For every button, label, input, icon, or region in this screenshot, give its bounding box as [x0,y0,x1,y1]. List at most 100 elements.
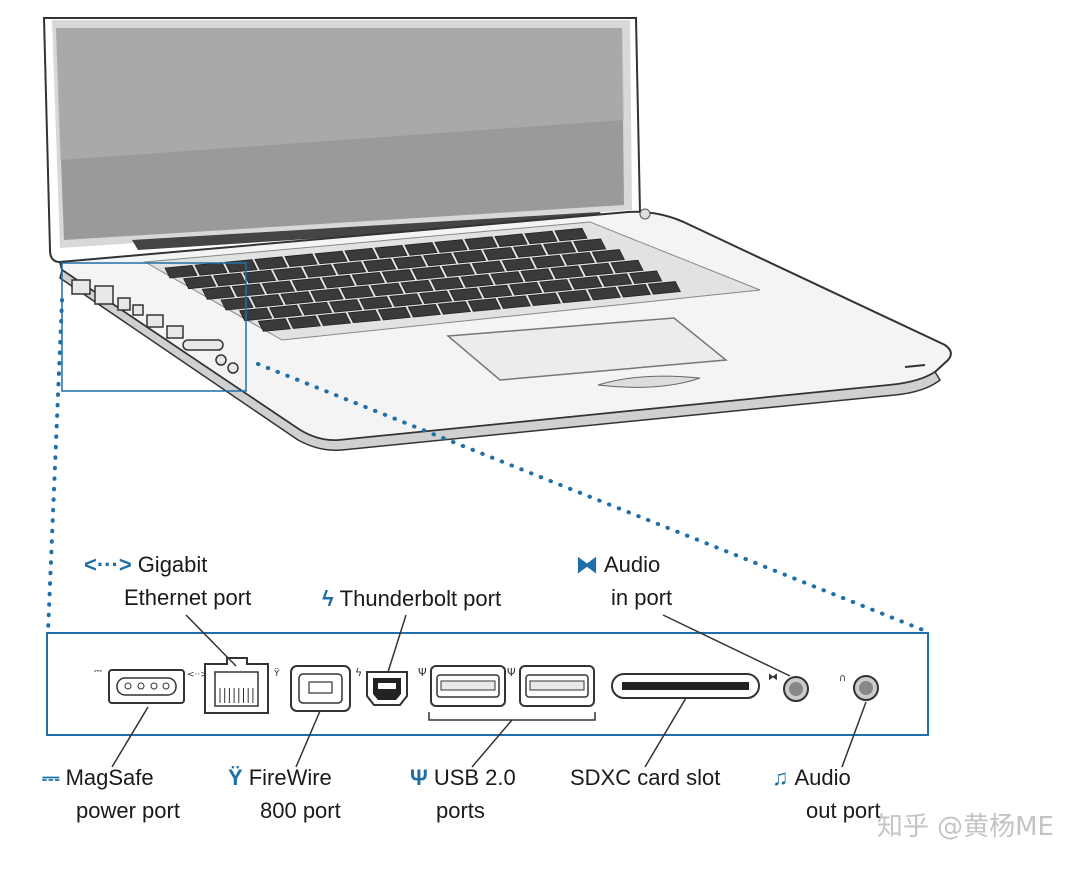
keyboard-key [569,276,603,290]
laptop-lid [42,17,642,264]
keyboard-key [377,306,411,321]
keyboard-key [479,284,513,299]
keyboard-key [411,266,445,280]
keyboard-key [220,296,254,311]
sdxc-slot [611,673,760,699]
keyboard-key [423,252,457,267]
keyboard-key [407,304,441,318]
svg-text:⧓: ⧓ [768,672,778,683]
keyboard-key [513,244,547,258]
keyboard-key [291,277,325,292]
keyboard-key [224,259,258,273]
keyboard-key [554,227,588,242]
keyboard-key [164,264,198,279]
svg-text:Ÿ: Ÿ [273,668,280,679]
keyboard-key [243,269,277,284]
svg-text:Ψ: Ψ [418,666,427,679]
keyboard-key [310,288,344,302]
keyboard-key [497,295,531,309]
svg-text:ϟ: ϟ [355,666,362,679]
ethernet-icon: <···> [84,552,132,577]
firewire-icon: Ÿ [228,765,243,790]
keyboard-key [539,279,573,293]
keyboard-key [599,273,633,287]
keyboard-key [381,269,415,283]
headphones-icon: ♫ [772,765,789,790]
keyboard-key [400,279,434,294]
keyboard-key [347,309,381,324]
keyboard-key [453,249,487,264]
side-ports-miniature [71,279,239,374]
audio-in-label: ⧓Audio in port [576,552,673,610]
keyboard-key [520,268,554,282]
keyboard-key [419,290,453,304]
keyboard-key [580,262,614,277]
ethernet-label: <···>Gigabit Ethernet port [84,552,252,610]
keyboard-key [610,259,644,274]
keyboard-key [460,274,494,288]
keyboard-key [471,260,505,275]
keyboard-key [340,285,374,299]
keyboard-key [550,265,584,279]
keyboard-key [284,253,318,267]
magsafe-icon: ⎓ [42,765,60,790]
keyboard-key [561,252,595,266]
keyboard-key [573,238,607,252]
keyboard-key [344,247,378,262]
zoom-leader-lines [46,298,930,634]
keyboard-key [467,298,501,312]
keyboard-key [543,241,577,255]
keyboard-key [617,284,651,298]
keyboard-key [261,280,295,295]
keyboard-key [647,281,681,295]
audio-out-port: ∩ [839,673,879,701]
audio-out-label: ♫Audio out port [772,765,881,823]
keyboard-key [494,233,528,247]
svg-text:∩: ∩ [839,673,846,684]
keyboard-key [363,258,397,272]
keyboard-key [250,294,284,308]
keyboard-key [231,283,265,297]
audio-in-port: ⧓ [768,672,809,702]
keyboard-key [389,293,423,307]
keyboard-key [254,256,288,270]
keyboard-key [269,304,303,319]
thunderbolt-port: ϟ [355,666,408,706]
keyboard-key [393,255,427,270]
keyboard-key [434,239,468,253]
keyboard-key [531,254,565,269]
keyboard [164,227,681,332]
keyboard-key [239,307,273,322]
keyboard-key [321,274,355,289]
keyboard-key [314,250,348,265]
keyboard-key [317,312,351,327]
svg-text:<··>: <··> [187,670,208,680]
keyboard-key [437,301,471,315]
keyboard-key [280,291,314,305]
keyboard-key [509,281,543,296]
keyboard-key [464,236,498,250]
keyboard-key [303,264,337,278]
callout-lines [111,614,867,768]
keyboard-key [524,230,558,245]
keyboard-key [194,262,228,276]
keyboard-key [591,249,625,263]
keyboard-key [201,286,235,300]
usb-icon: Ψ [410,765,428,790]
keyboard-key [359,296,393,310]
keyboard-key [501,257,535,272]
keyboard-key [430,276,464,291]
usb-ports: Ψ Ψ [418,665,596,721]
magsafe-port: ⎓ [94,666,185,704]
keyboard-key [287,315,321,329]
keyboard-key [183,275,217,290]
keyboard-key [273,267,307,281]
keyboard-key [333,261,367,275]
keyboard-key [370,282,404,297]
keyboard-key [490,271,524,285]
keyboard-key [299,301,333,316]
